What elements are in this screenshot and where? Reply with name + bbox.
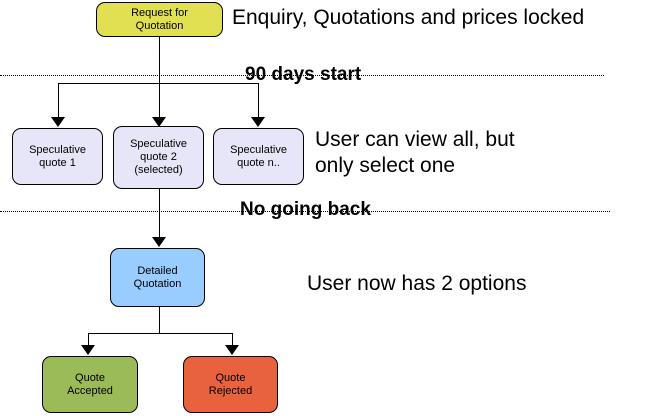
arrow-down-icon — [225, 345, 239, 355]
node-quote-accepted: Quote Accepted — [42, 356, 138, 413]
arrow-down-icon — [152, 237, 166, 247]
arrow-down-icon — [81, 345, 95, 355]
arrow-down-icon — [51, 117, 65, 127]
node-detailed-quotation: Detailed Quotation — [110, 248, 205, 307]
connector-line — [58, 83, 59, 118]
node-speculative-quote-2-selected: Speculative quote 2 (selected) — [113, 126, 204, 189]
node-speculative-quote-1: Speculative quote 1 — [12, 128, 103, 185]
connector-line — [88, 333, 233, 334]
connector-line — [58, 83, 259, 84]
annotation-two-options: User now has 2 options — [307, 272, 527, 295]
arrow-down-icon — [152, 117, 166, 127]
milestone-line-no-going-back — [0, 211, 610, 212]
connector-line — [232, 333, 233, 346]
connector-line — [88, 333, 89, 346]
milestone-label-no-going-back: No going back — [240, 199, 371, 220]
connector-line — [159, 307, 160, 334]
annotation-select-one: User can view all, but only select one — [315, 128, 515, 177]
node-speculative-quote-n: Speculative quote n.. — [213, 128, 304, 185]
connector-line — [159, 189, 160, 238]
connector-line — [159, 37, 160, 83]
node-quote-rejected: Quote Rejected — [183, 356, 278, 413]
arrow-down-icon — [251, 117, 265, 127]
milestone-line-90-days — [0, 75, 604, 76]
connector-line — [159, 83, 160, 118]
node-request-for-quotation: Request for Quotation — [96, 2, 223, 37]
milestone-label-90-days-start: 90 days start — [245, 64, 362, 85]
connector-line — [258, 83, 259, 118]
annotation-prices-locked: Enquiry, Quotations and prices locked — [232, 6, 585, 29]
